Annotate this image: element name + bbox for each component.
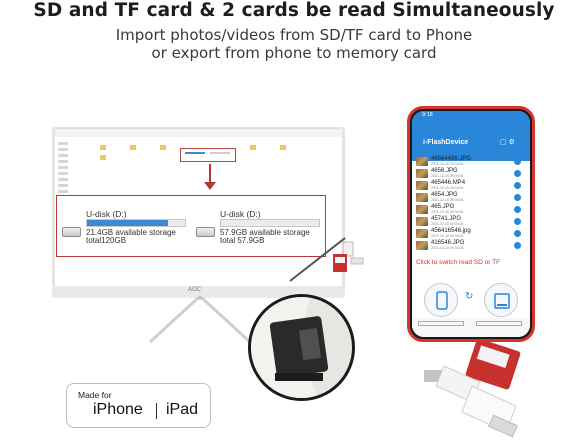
phone-status-bar — [412, 111, 530, 121]
phone-storage-button[interactable] — [424, 283, 458, 317]
drive-available: 57.9GB available storage — [220, 228, 310, 237]
card-slot-closeup-icon — [251, 297, 329, 398]
made-for-iphone-ipad-badge — [66, 383, 211, 428]
drive-name[interactable]: U-disk (D:) — [86, 209, 127, 219]
checkmark-icon[interactable] — [514, 206, 521, 213]
file-row[interactable]: 4656.JPG 2021-12-16 09:34:04 — [416, 168, 526, 179]
file-name: 46564496.JPG — [431, 156, 472, 162]
drive-usage-bar — [220, 219, 320, 227]
drive-total: total 57.9GB — [220, 236, 265, 245]
file-name: 4656.JPG — [431, 168, 458, 174]
zoom-card-slot — [248, 294, 355, 401]
file-row[interactable]: 465.JPG 2021-12-16 09:34:04 — [416, 204, 526, 215]
drive-total: total120GB — [86, 236, 127, 245]
drive-name[interactable]: U-disk (D:) — [220, 209, 261, 219]
monitor-stand — [148, 296, 252, 344]
storage-footer — [412, 318, 530, 337]
file-thumbnail — [416, 205, 428, 214]
card-storage-button[interactable] — [484, 283, 518, 317]
headline-subtitle-line-2: or export from phone to memory card — [151, 44, 437, 62]
drive-usage-fill — [87, 220, 169, 226]
file-thumbnail — [416, 193, 428, 202]
highlight-box — [180, 148, 236, 162]
monitor-brand-logo: AOC — [188, 287, 202, 293]
badge-made-for: Made for — [78, 390, 112, 400]
file-thumbnail — [416, 157, 428, 166]
card-storage-bar — [476, 321, 522, 326]
phone-screen: 9:18 i-FlashDevice ▢ ⚙ 46564496.JPG 2021… — [412, 111, 530, 337]
badge-ipad: iPad — [166, 401, 199, 418]
app-title: i-FlashDevice — [423, 139, 469, 146]
folder-icon — [160, 145, 166, 150]
file-row[interactable]: 46564496.JPG 2021-12-16 09:34:04 — [416, 156, 526, 167]
switch-card-hint: Click to switch read SD or TF — [416, 259, 501, 266]
folder-icon — [250, 145, 256, 150]
card-reader-device-icon — [424, 342, 521, 438]
checkmark-icon[interactable] — [514, 242, 521, 249]
file-row[interactable]: 465446.MP4 2021-12-16 09:34:04 — [416, 180, 526, 191]
file-thumbnail — [416, 241, 428, 250]
sd-card-icon — [494, 293, 510, 309]
file-date: 2021-12-16 09:34:04 — [431, 210, 464, 214]
file-date: 2021-12-16 09:34:04 — [431, 234, 464, 238]
file-row[interactable]: 456416546.jpg 2021-12-16 09:34:04 — [416, 228, 526, 239]
drive-icon — [196, 227, 215, 237]
checkmark-icon[interactable] — [514, 230, 521, 237]
file-name: 456416546.jpg — [431, 228, 471, 234]
phone-storage-bar — [418, 321, 464, 326]
app-header — [412, 121, 530, 161]
file-thumbnail — [416, 181, 428, 190]
headline-subtitle-line-1: Import photos/videos from SD/TF card to … — [115, 26, 473, 44]
file-thumbnail — [416, 169, 428, 178]
file-row[interactable]: 45741.JPG 2021-12-16 09:34:04 — [416, 216, 526, 227]
file-row[interactable]: 416546.JPG 2021-12-16 09:34:04 — [416, 240, 526, 251]
checkmark-icon[interactable] — [514, 158, 521, 165]
mini-drive-bar — [185, 152, 205, 154]
file-date: 2021-12-16 09:34:04 — [431, 162, 464, 166]
file-row[interactable]: 4654.JPG 2021-12-16 09:34:04 — [416, 192, 526, 203]
drive-usage-bar — [86, 219, 186, 227]
file-date: 2021-12-16 09:34:04 — [431, 246, 464, 250]
header-settings-icon[interactable]: ▢ ⚙ — [500, 139, 515, 146]
drive-available: 21.4GB available storage — [86, 228, 176, 237]
checkmark-icon[interactable] — [514, 218, 521, 225]
file-thumbnail — [416, 217, 428, 226]
file-name: 45741.JPG — [431, 216, 462, 222]
checkmark-icon[interactable] — [514, 182, 521, 189]
file-date: 2021-12-16 09:34:04 — [431, 198, 464, 202]
refresh-icon[interactable]: ↻ — [465, 291, 474, 302]
explorer-toolbar — [55, 131, 342, 137]
card-reader-small-icon — [333, 241, 364, 272]
file-date: 2021-12-16 09:34:04 — [431, 186, 464, 190]
phone-time: 9:18 — [422, 112, 433, 118]
folder-icon — [130, 145, 136, 150]
badge-iphone: iPhone — [93, 401, 143, 418]
phone-icon — [436, 291, 448, 310]
monitor-chin — [52, 286, 345, 298]
file-thumbnail — [416, 229, 428, 238]
folder-icon — [280, 145, 286, 150]
arrow-shaft — [209, 164, 211, 184]
badge-separator — [156, 403, 157, 419]
file-name: 4654.JPG — [431, 192, 458, 198]
headline-title: SD and TF card & 2 cards be read Simulta… — [33, 0, 555, 21]
folder-icon — [100, 155, 106, 160]
checkmark-icon[interactable] — [514, 170, 521, 177]
drive-icon — [62, 227, 81, 237]
file-date: 2021-12-16 09:34:04 — [431, 174, 464, 178]
file-name: 465446.MP4 — [431, 180, 466, 186]
file-date: 2021-12-16 09:34:04 — [431, 222, 464, 226]
checkmark-icon[interactable] — [514, 194, 521, 201]
folder-icon — [100, 145, 106, 150]
mini-drive-bar — [210, 152, 230, 154]
file-name: 465.JPG — [431, 204, 455, 210]
arrow-down-icon — [204, 182, 216, 190]
file-name: 416546.JPG — [431, 240, 465, 246]
